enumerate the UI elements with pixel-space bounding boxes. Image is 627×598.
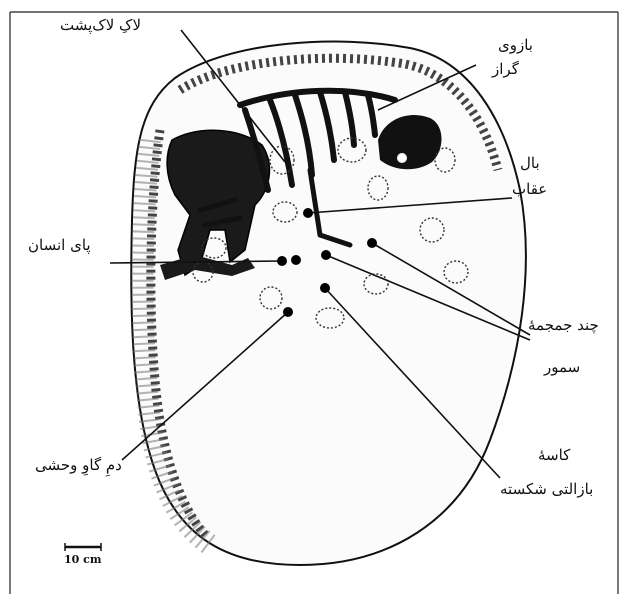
label-wild-cow-tail: دمِ گاوِ وحشی — [35, 458, 122, 473]
scale-bar — [65, 543, 101, 551]
label-eagle-wing-line1: بال — [520, 156, 540, 171]
label-marten-line2: سمور — [544, 360, 580, 375]
label-boar-arm-line2: گراز — [492, 62, 519, 77]
label-marten-line1: چند جمجمهٔ — [528, 318, 599, 333]
label-boar-arm-line1: بازوی — [498, 38, 533, 53]
marker-foot-2 — [291, 255, 301, 265]
label-turtle-shell: لاکِ لاک‌پشت — [60, 18, 141, 33]
marker-marten-2 — [321, 250, 331, 260]
marker-human-foot — [277, 256, 287, 266]
boar-skull-eye — [397, 153, 407, 163]
label-bowl-line1: کاسهٔ — [538, 448, 570, 463]
marker-marten-1 — [367, 238, 377, 248]
marker-bowl — [320, 283, 330, 293]
marker-cow-tail — [283, 307, 293, 317]
label-bowl-line2: بازالتی شکسته — [500, 482, 593, 497]
label-human-foot: پای انسان — [28, 238, 91, 253]
marker-eagle-wing — [303, 208, 313, 218]
label-eagle-wing-line2: عقاب — [512, 182, 547, 197]
scale-label: 10 cm — [64, 553, 101, 566]
